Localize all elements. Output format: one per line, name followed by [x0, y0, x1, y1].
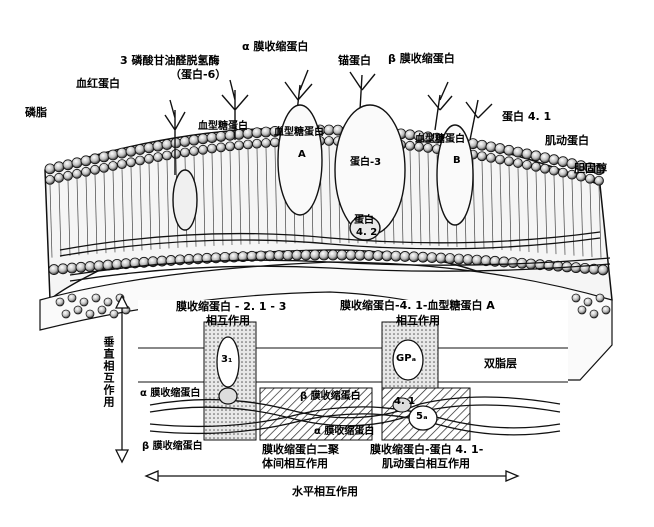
label-band42-num: 4. 2 [356, 227, 378, 238]
label-vertical-interaction: 垂直相互作用 [102, 336, 115, 408]
actin-inset [408, 405, 438, 431]
label-glycophorin-a: 血型糖蛋白 [274, 127, 324, 138]
band42-protein [349, 215, 381, 241]
label-actin41-interaction-line2: 肌动蛋白相互作用 [382, 457, 470, 470]
label-band42: 蛋白 [354, 215, 374, 226]
label-gapdh: 3 磷酸甘油醛脱氢酶 [120, 54, 220, 67]
label-dimer-interaction-line2: 体间相互作用 [262, 457, 328, 470]
label-alpha-spectrin: α 膜收缩蛋白 [242, 40, 309, 53]
label-interaction-21-3-line2: 相互作用 [206, 314, 250, 327]
label-dimer-interaction: 膜收缩蛋白二聚 [262, 443, 339, 456]
spectrin-filaments [59, 231, 611, 282]
actin-inset-label: 5ₐ [416, 411, 428, 422]
label-glycophorin: 血型糖蛋白 [198, 121, 248, 132]
glycophorin-inset [392, 339, 424, 381]
horizontal-arrow [144, 470, 520, 482]
label-actin: 肌动蛋白 [545, 134, 589, 147]
label-glycophorin-a-letter: A [298, 149, 306, 160]
label-band41: 蛋白 4. 1 [502, 110, 552, 123]
band3-inset-label: 3₁ [221, 354, 233, 365]
label-actin41-interaction: 膜收缩蛋白-蛋白 4. 1- [370, 443, 484, 456]
label-horizontal-interaction: 水平相互作用 [292, 485, 358, 498]
glycophorin-inset-label: GPₐ [396, 353, 417, 364]
band3-inset [216, 336, 240, 388]
label-phospholipid: 磷脂 [25, 106, 47, 119]
glycophorin-a-protein [277, 104, 323, 216]
label-glycophorin-b-letter: B [453, 155, 461, 166]
label-interaction-41-gpa-line2: 相互作用 [396, 314, 440, 327]
interaction-inset [114, 294, 568, 482]
vertical-arrow [114, 294, 130, 464]
label-cholesterol: 胆固醇 [574, 162, 607, 175]
label-beta-spectrin-mid: β 膜收缩蛋白 [300, 391, 361, 402]
label-interaction-21-3: 膜收缩蛋白 - 2. 1 - 3 [176, 300, 287, 313]
label-alpha-spectrin-mid: α 膜收缩蛋白 [314, 426, 375, 437]
label-beta-spectrin-low: β 膜收缩蛋白 [142, 441, 203, 452]
label-glycophorin-b: 血型糖蛋白 [415, 134, 465, 145]
integral-proteins [172, 104, 474, 241]
label-band3: 蛋白-3 [350, 157, 382, 168]
hemoglobin-protein [172, 169, 198, 231]
label-ankyrin: 锚蛋白 [338, 54, 371, 67]
label-alpha-spectrin-left: α 膜收缩蛋白 [140, 388, 201, 399]
label-lipid-bilayer: 双脂层 [484, 357, 517, 370]
glycophorin-b-protein [436, 124, 474, 226]
label-gapdh-band6: （蛋白-6） [170, 68, 227, 81]
label-beta-spectrin: β 膜收缩蛋白 [388, 52, 455, 65]
band41-inset-label: 4. 1 [394, 396, 416, 407]
band41-inset [392, 397, 412, 413]
label-hemoglobin: 血红蛋白 [76, 77, 120, 90]
label-interaction-41-gpa: 膜收缩蛋白-4. 1-血型糖蛋白 A [340, 299, 495, 312]
